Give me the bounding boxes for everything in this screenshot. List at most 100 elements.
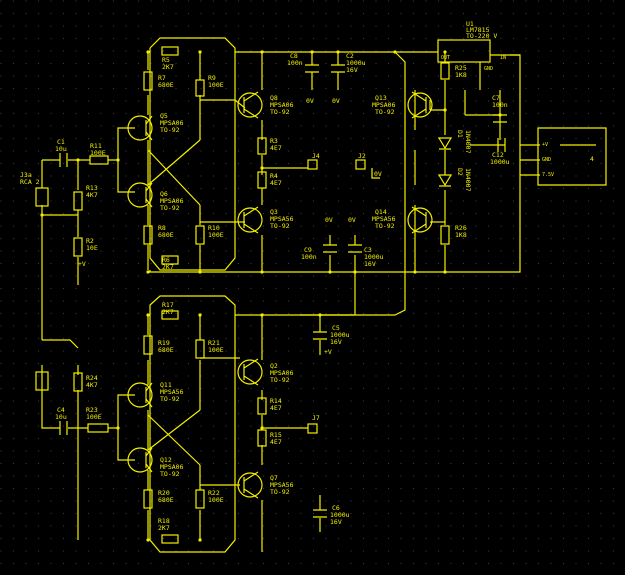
resistor-r24[interactable] <box>73 372 83 392</box>
resistor-r10[interactable] <box>195 225 205 245</box>
label-r6-val: 2K7 <box>162 263 174 271</box>
label-r14-val: 4E7 <box>270 404 282 412</box>
capacitor-c2[interactable] <box>331 64 345 73</box>
resistor-r19[interactable] <box>143 335 153 355</box>
capacitor-c3[interactable] <box>348 244 362 253</box>
label-q5-ref: Q5 <box>160 112 168 120</box>
diode-d2[interactable] <box>437 174 453 187</box>
transistor-q14[interactable] <box>407 206 433 234</box>
label-q13-val: MPSA06 <box>372 101 396 109</box>
transistor-q6[interactable] <box>127 182 153 208</box>
transistor-q8[interactable] <box>237 91 263 119</box>
label-d2-val: 1N4007 <box>464 168 472 192</box>
regulator-u1[interactable] <box>437 39 491 63</box>
capacitor-c5[interactable] <box>313 331 327 340</box>
resistor-r17[interactable] <box>161 310 179 320</box>
label-0v-4: 0V <box>325 216 333 224</box>
label-r10-ref: R10 <box>208 224 220 232</box>
label-plus-v-1: +V <box>78 260 86 268</box>
resistor-r8[interactable] <box>143 225 153 245</box>
resistor-r7[interactable] <box>143 71 153 91</box>
connector-j3a[interactable] <box>35 187 49 207</box>
resistor-r25[interactable] <box>440 62 450 80</box>
label-q2-val: MPSA06 <box>270 369 294 377</box>
resistor-bodies <box>73 46 450 544</box>
resistor-r14[interactable] <box>257 397 267 415</box>
resistor-r18[interactable] <box>161 534 179 544</box>
label-r13-ref: R13 <box>86 184 98 192</box>
capacitor-c6[interactable] <box>313 509 327 518</box>
resistor-r11[interactable] <box>89 155 109 165</box>
capacitor-c1[interactable] <box>59 153 68 167</box>
label-q8-ref: Q8 <box>270 94 278 102</box>
resistor-r26[interactable] <box>440 225 450 245</box>
label-r9-ref: R9 <box>208 74 216 82</box>
connector-j2[interactable] <box>307 159 318 170</box>
label-c4-ref: C4 <box>57 406 65 414</box>
transistor-q11[interactable] <box>127 382 153 408</box>
label-q6-ref: Q6 <box>160 190 168 198</box>
transistor-q7[interactable] <box>237 471 263 499</box>
resistor-r13[interactable] <box>73 191 83 211</box>
label-q6-val: MPSA06 <box>160 197 184 205</box>
connector-j7[interactable] <box>307 423 318 434</box>
label-0v-2: 0V <box>332 97 340 105</box>
label-u1-pkg: TO-220 V <box>466 32 497 40</box>
connector-j4[interactable] <box>35 371 49 391</box>
power-connector[interactable] <box>537 127 607 186</box>
label-j3a-val: RCA 2 <box>20 178 40 186</box>
transistor-q5[interactable] <box>127 115 153 141</box>
label-r21-val: 100E <box>208 346 224 354</box>
resistor-r4[interactable] <box>257 171 267 189</box>
label-r25-val: 1K8 <box>455 71 467 79</box>
transistor-q12[interactable] <box>127 447 153 473</box>
capacitor-c4[interactable] <box>59 421 68 435</box>
label-c8-val: 100n <box>287 59 303 67</box>
label-plus-v-2: +V <box>324 348 332 356</box>
transistor-q13[interactable] <box>407 91 433 119</box>
label-0v-5: 0V <box>348 216 356 224</box>
label-r6-ref: R6 <box>162 256 170 264</box>
label-c3-val: 1000u <box>364 253 384 261</box>
transistor-q3[interactable] <box>237 206 263 234</box>
label-pwr-plus: +V <box>542 142 548 148</box>
resistor-r2[interactable] <box>73 237 83 257</box>
label-q2-ref: Q2 <box>270 362 278 370</box>
labels: R5 2K7 R7 680E R9 100E Q8 MPSA06 TO-92 Q… <box>20 20 594 532</box>
wires-top <box>41 37 540 340</box>
resistor-r3[interactable] <box>257 137 267 155</box>
label-r15-ref: R15 <box>270 431 282 439</box>
resistor-r6[interactable] <box>161 255 179 265</box>
resistor-r23[interactable] <box>87 423 109 433</box>
transistor-bodies <box>127 91 433 499</box>
resistor-r20[interactable] <box>143 489 153 509</box>
resistor-r9[interactable] <box>195 79 205 97</box>
label-j2-ref: J2 <box>358 152 366 160</box>
resistor-r15[interactable] <box>257 429 267 447</box>
label-u1-val: LM7815 <box>466 26 490 34</box>
label-c9-ref: C9 <box>304 246 312 254</box>
label-u1-in: IN <box>500 55 506 61</box>
capacitor-c9[interactable] <box>323 244 337 253</box>
diode-d1[interactable] <box>437 137 453 150</box>
connector-j2b[interactable] <box>355 159 366 170</box>
label-d1: D1 <box>456 130 464 138</box>
label-r3-ref: R3 <box>270 137 278 145</box>
transistor-q2[interactable] <box>237 358 263 386</box>
resistor-r22[interactable] <box>195 489 205 509</box>
resistor-r5[interactable] <box>161 46 179 56</box>
label-pwr-gnd: GND <box>542 157 551 163</box>
resistor-r21[interactable] <box>195 339 205 359</box>
capacitor-c12[interactable] <box>497 138 506 152</box>
label-r25-ref: R25 <box>455 64 467 72</box>
label-r19-ref: R19 <box>158 339 170 347</box>
label-q2-pkg: TO-92 <box>270 376 290 384</box>
label-q7-ref: Q7 <box>270 474 278 482</box>
label-r23-val: 100E <box>86 413 102 421</box>
label-d1-val: 1N4007 <box>464 130 472 154</box>
capacitor-c8[interactable] <box>305 64 319 73</box>
label-q14-pkg: TO-92 <box>375 222 395 230</box>
